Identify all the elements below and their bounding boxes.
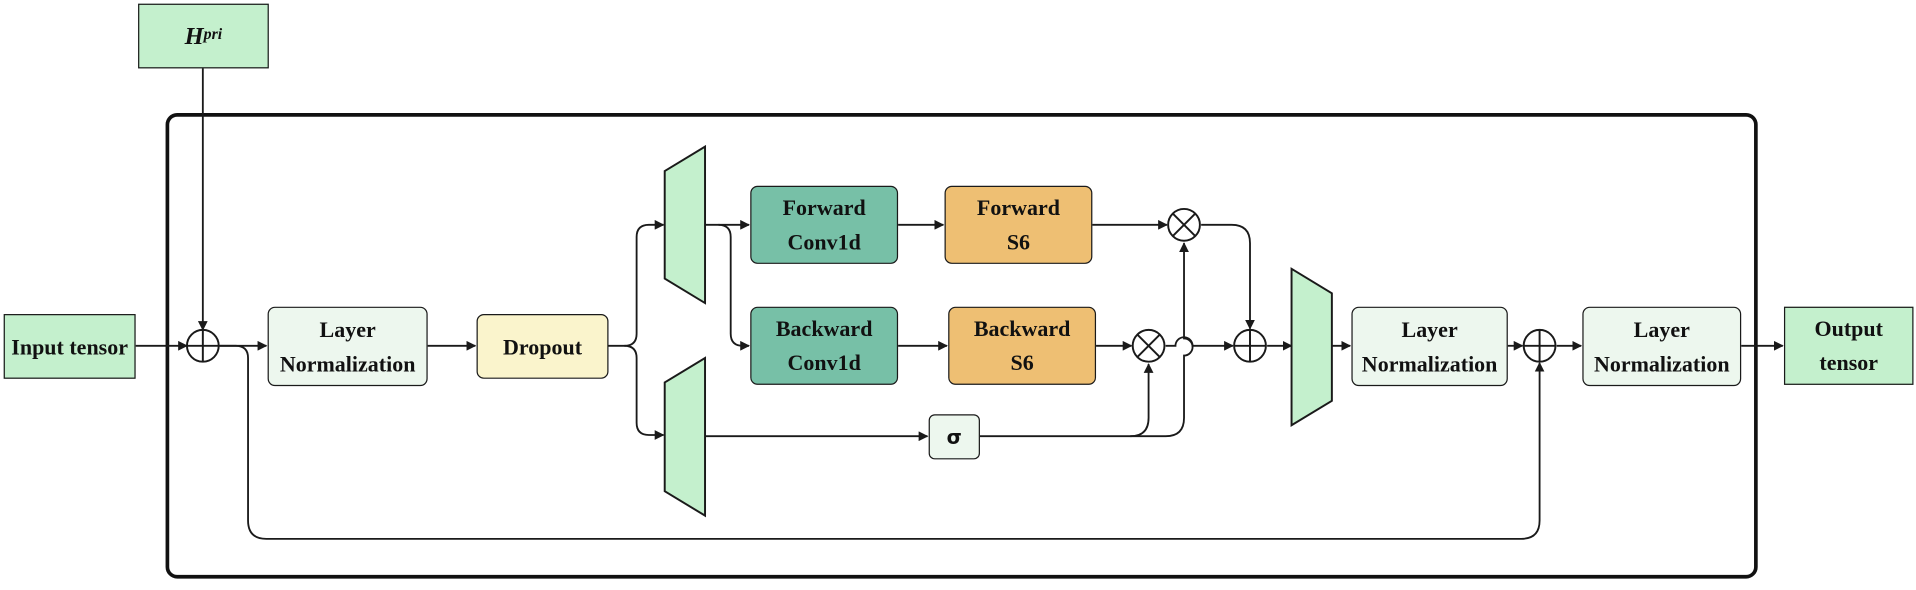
sigma-activation-block: σ	[928, 414, 980, 460]
wire-mul-lower-to-sum	[1165, 336, 1234, 351]
sum-directions-icon	[1233, 328, 1267, 363]
wire-dropout-up	[608, 219, 665, 347]
wire-proj-to-bconv	[718, 223, 751, 351]
backward-s6-block: Backward S6	[948, 306, 1097, 385]
upper-projection-trapezoid	[663, 144, 707, 305]
h-pri-sup: pri	[203, 23, 223, 43]
sum-residual-icon	[1522, 328, 1557, 363]
wire-sigma-to-mul-upper	[1130, 242, 1194, 438]
multiply-backward-icon	[1131, 328, 1166, 363]
output-projection-trapezoid	[1290, 267, 1333, 427]
dropout-block: Dropout	[476, 314, 609, 379]
multiply-forward-icon	[1167, 207, 1201, 242]
output-tensor-block: Output tensor	[1783, 306, 1914, 385]
layer-normalization-3: Layer Normalization	[1582, 306, 1742, 387]
backward-conv1d-block: Backward Conv1d	[750, 306, 899, 385]
wire-dropout-down	[624, 344, 665, 440]
lower-projection-trapezoid	[663, 356, 707, 518]
h-pri-base: H	[184, 22, 204, 50]
input-tensor-block: Input tensor	[3, 314, 136, 379]
sum-input-icon	[185, 328, 220, 363]
layer-normalization-2: Layer Normalization	[1351, 306, 1508, 387]
layer-normalization-1: Layer Normalization	[267, 306, 428, 387]
forward-conv1d-block: Forward Conv1d	[750, 185, 899, 264]
wire-residual	[219, 344, 1545, 540]
wire-mul-upper-to-sum	[1201, 223, 1255, 330]
forward-s6-block: Forward S6	[944, 185, 1093, 264]
